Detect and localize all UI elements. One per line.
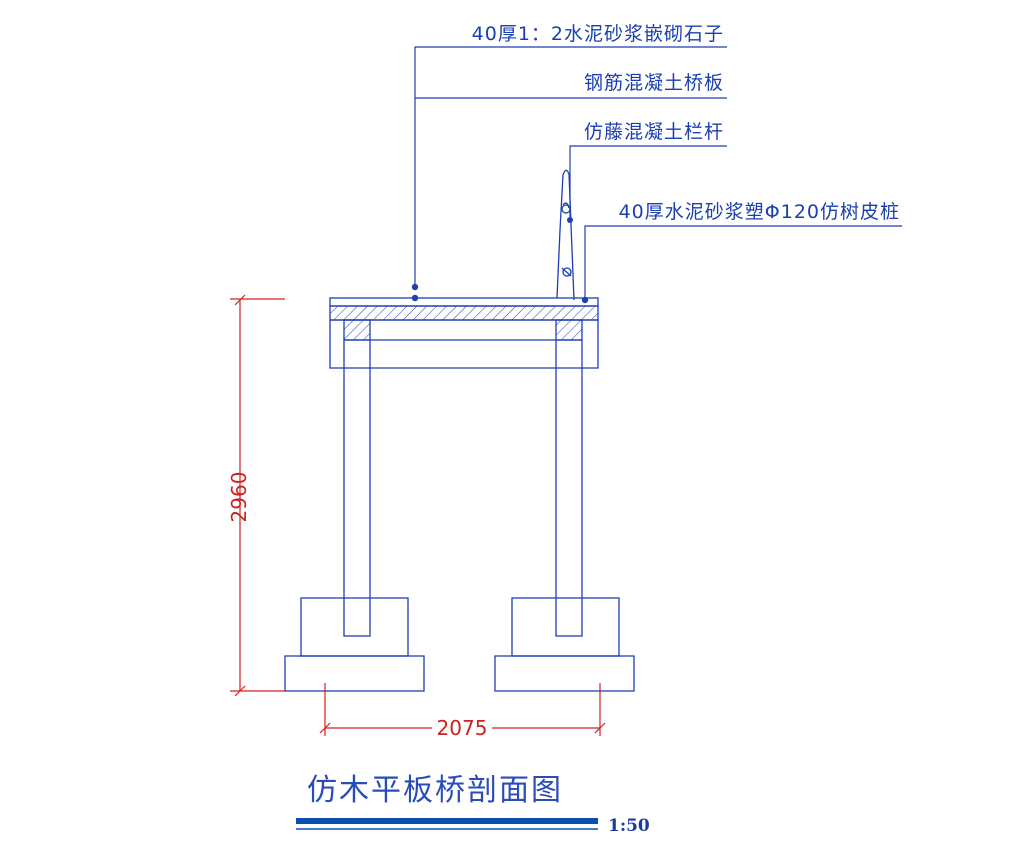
cap-beam <box>329 319 599 369</box>
label-mortar-stone: 40厚1：2水泥砂浆嵌砌石子 <box>472 23 724 45</box>
railing-post <box>556 169 575 301</box>
bridge-structure <box>284 169 635 692</box>
scale-text: 1:50 <box>608 816 650 836</box>
span-dimension-text: 2075 <box>437 716 488 740</box>
dimension-height <box>230 294 285 697</box>
label-railing: 仿藤混凝土栏杆 <box>584 121 724 143</box>
title-underline-thick <box>296 818 598 824</box>
deck-topping <box>329 297 599 307</box>
height-dimension-text: 2960 <box>227 472 251 523</box>
drawing-title: 仿木平板桥剖面图 <box>307 773 563 808</box>
leader-mortar-stone <box>414 46 727 288</box>
right-column-head <box>555 319 583 341</box>
label-pile: 40厚水泥砂浆塑Φ120仿树皮桩 <box>619 201 900 223</box>
left-footing-upper <box>300 597 409 657</box>
label-rc-slab: 钢筋混凝土桥板 <box>584 72 724 94</box>
rc-slab-section <box>329 305 599 321</box>
leader-dots <box>411 217 589 304</box>
right-footing-upper <box>511 597 620 657</box>
right-column <box>555 339 583 637</box>
left-column <box>343 339 371 637</box>
right-footing-lower <box>494 655 635 692</box>
left-footing-lower <box>284 655 425 692</box>
leader-pile <box>584 225 902 300</box>
left-column-head <box>343 319 371 341</box>
